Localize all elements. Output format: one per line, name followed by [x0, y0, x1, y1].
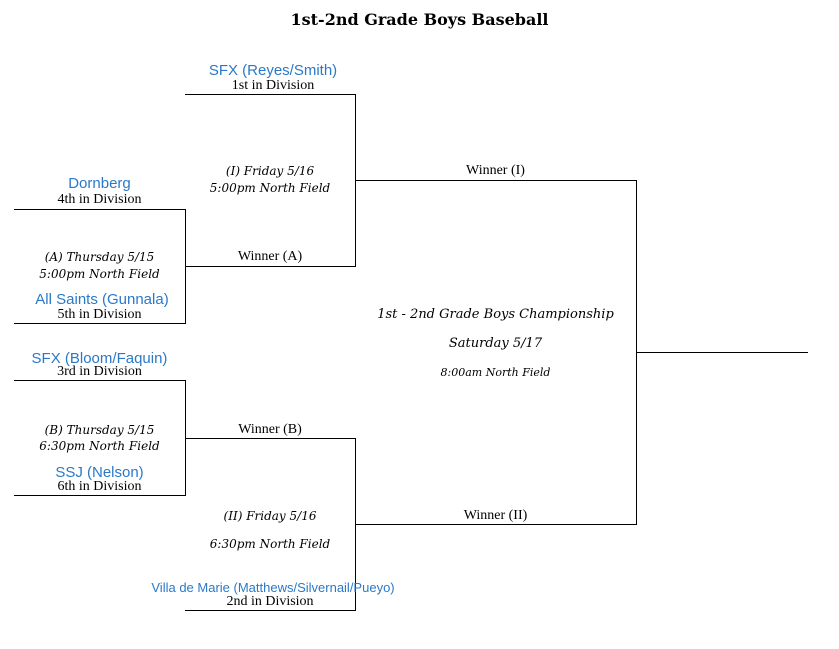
seed-sfx-bloom-faquin: 3rd in Division — [57, 364, 142, 379]
winner-i-label: Winner (I) — [466, 163, 525, 178]
seed-all-saints-gunnala: 5th in Division — [57, 307, 142, 322]
seed-sfx-reyes-smith: 1st in Division — [231, 78, 315, 93]
team-dornberg: Dornberg — [68, 175, 131, 192]
winner-b-label: Winner (B) — [238, 422, 302, 437]
championship-time: 8:00am North Field — [440, 366, 551, 379]
championship-date: Saturday 5/17 — [448, 336, 543, 351]
game-a-date: (A) Thursday 5/15 — [44, 250, 155, 264]
seed-villa-de-marie: 2nd in Division — [226, 594, 314, 609]
game-a-time: 5:00pm North Field — [39, 267, 160, 281]
game-ii-date: (II) Friday 5/16 — [223, 509, 317, 523]
championship-title: 1st - 2nd Grade Boys Championship — [377, 307, 614, 322]
team-all-saints-gunnala: All Saints (Gunnala) — [35, 291, 169, 308]
team-sfx-reyes-smith: SFX (Reyes/Smith) — [208, 62, 338, 79]
team-sfx-bloom-faquin: SFX (Bloom/Faquin) — [31, 350, 168, 367]
game-i-date: (I) Friday 5/16 — [225, 164, 315, 178]
team-villa-de-marie: Villa de Marie (Matthews/Silvernail/Puey… — [151, 580, 395, 595]
winner-a-label: Winner (A) — [237, 249, 303, 264]
game-b-time: 6:30pm North Field — [39, 439, 160, 453]
seed-dornberg: 4th in Division — [57, 192, 142, 207]
game-ii-time: 6:30pm North Field — [209, 537, 331, 551]
winner-ii-label: Winner (II) — [463, 508, 528, 523]
game-b-date: (B) Thursday 5/15 — [44, 423, 155, 437]
seed-ssj-nelson: 6th in Division — [57, 479, 142, 494]
game-i-time: 5:00pm North Field — [209, 181, 331, 195]
page-title: 1st-2nd Grade Boys Baseball — [290, 10, 549, 29]
team-ssj-nelson: SSJ (Nelson) — [55, 464, 144, 481]
